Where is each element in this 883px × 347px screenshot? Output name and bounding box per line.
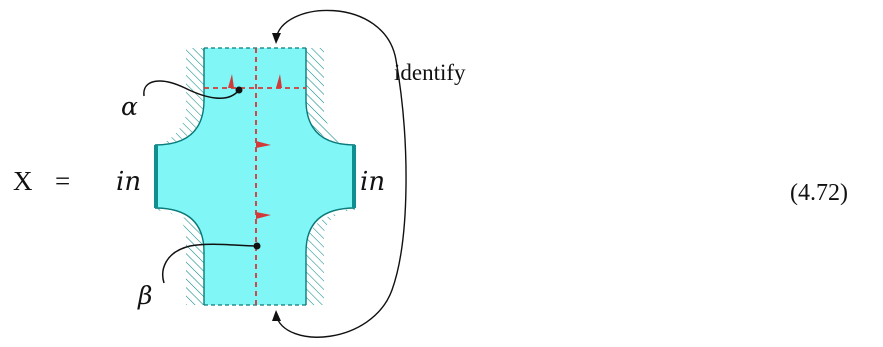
identify-arrowhead-bottom <box>272 310 281 321</box>
in-label-right: in <box>360 167 385 197</box>
orientation-flag-mid-upper <box>256 141 271 148</box>
hatched-boundary-left <box>155 48 204 305</box>
equation-lhs: X <box>13 166 33 196</box>
alpha-label: α <box>121 92 138 121</box>
orientation-flag-top-right <box>276 74 282 88</box>
identify-arrow <box>275 9 407 338</box>
hatched-boundary-right <box>306 48 355 305</box>
in-label-left: in <box>116 167 141 197</box>
orientation-flag-top-left <box>228 74 234 88</box>
equals-sign: = <box>55 166 70 196</box>
identify-arrowhead-top <box>272 33 281 44</box>
region-edge-right <box>305 48 356 305</box>
region-edge-left <box>154 48 205 305</box>
alpha-leader <box>143 80 240 99</box>
beta-leader <box>162 243 258 284</box>
cross-region <box>155 48 355 305</box>
orientation-flag-mid-lower <box>256 212 271 219</box>
identify-label: identify <box>394 60 466 85</box>
beta-label: β <box>137 281 152 310</box>
equation-number: (4.72) <box>790 180 848 206</box>
